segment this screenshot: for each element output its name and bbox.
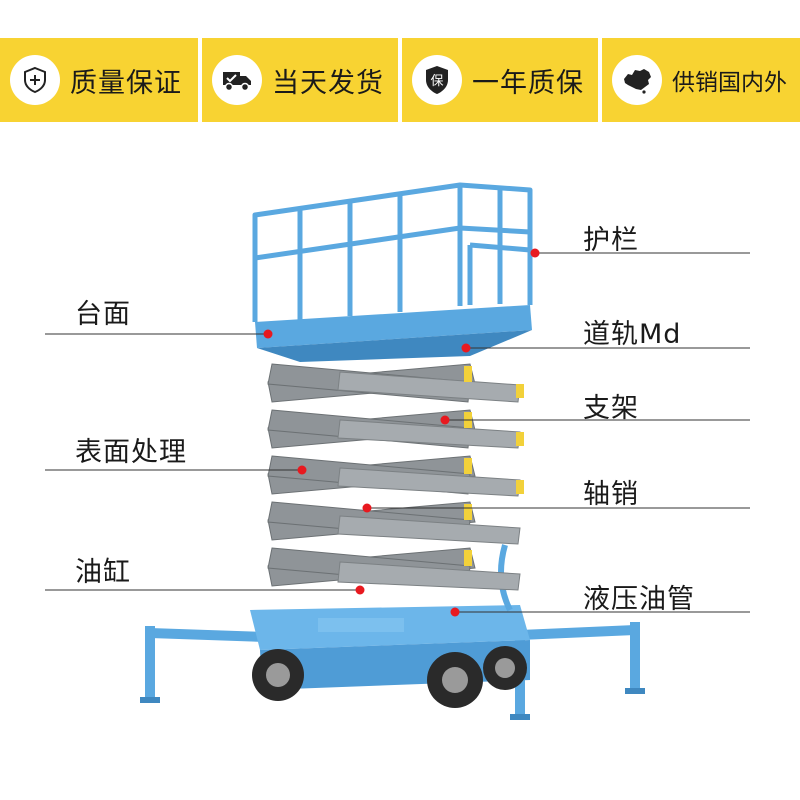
callout-surface: 表面处理 [75,437,187,468]
callout-cylinder: 油缸 [75,557,131,588]
badge-label: 质量保证 [70,67,182,99]
badge-domestic-overseas: 供销国内外 [602,38,800,122]
callout-lines [45,252,750,613]
callout-platform: 台面 [75,299,131,330]
callout-guardrail: 护栏 [583,225,639,256]
feature-badge-bar: 质量保证 当天发货 保 一年质保 [0,0,800,130]
shield-plus-icon [10,55,60,105]
guardrail [252,182,533,322]
badge-quality: 质量保证 [0,38,198,122]
delivery-truck-icon [212,55,262,105]
badge-label: 当天发货 [272,67,384,99]
guarantee-shield-icon: 保 [412,55,462,105]
callout-dots [263,248,540,617]
badge-label: 供销国内外 [672,70,787,96]
platform [255,305,532,362]
chassis [250,605,530,690]
callout-hose: 液压油管 [583,584,695,615]
wheel-rear [483,646,527,690]
guarantee-shield-text: 保 [430,74,443,89]
outrigger-left [140,626,265,703]
callout-pin: 轴销 [583,479,639,510]
badge-one-year-warranty: 保 一年质保 [402,38,598,122]
callout-rail: 道轨Md [583,319,682,350]
china-map-icon [612,55,662,105]
badge-label: 一年质保 [472,67,584,99]
wheel-front-left [252,649,304,701]
scissor-arms [267,363,524,591]
outrigger-right [510,622,645,720]
wheel-front-right [427,652,483,708]
callout-bracket: 支架 [583,393,639,424]
badge-same-day-delivery: 当天发货 [202,38,398,122]
